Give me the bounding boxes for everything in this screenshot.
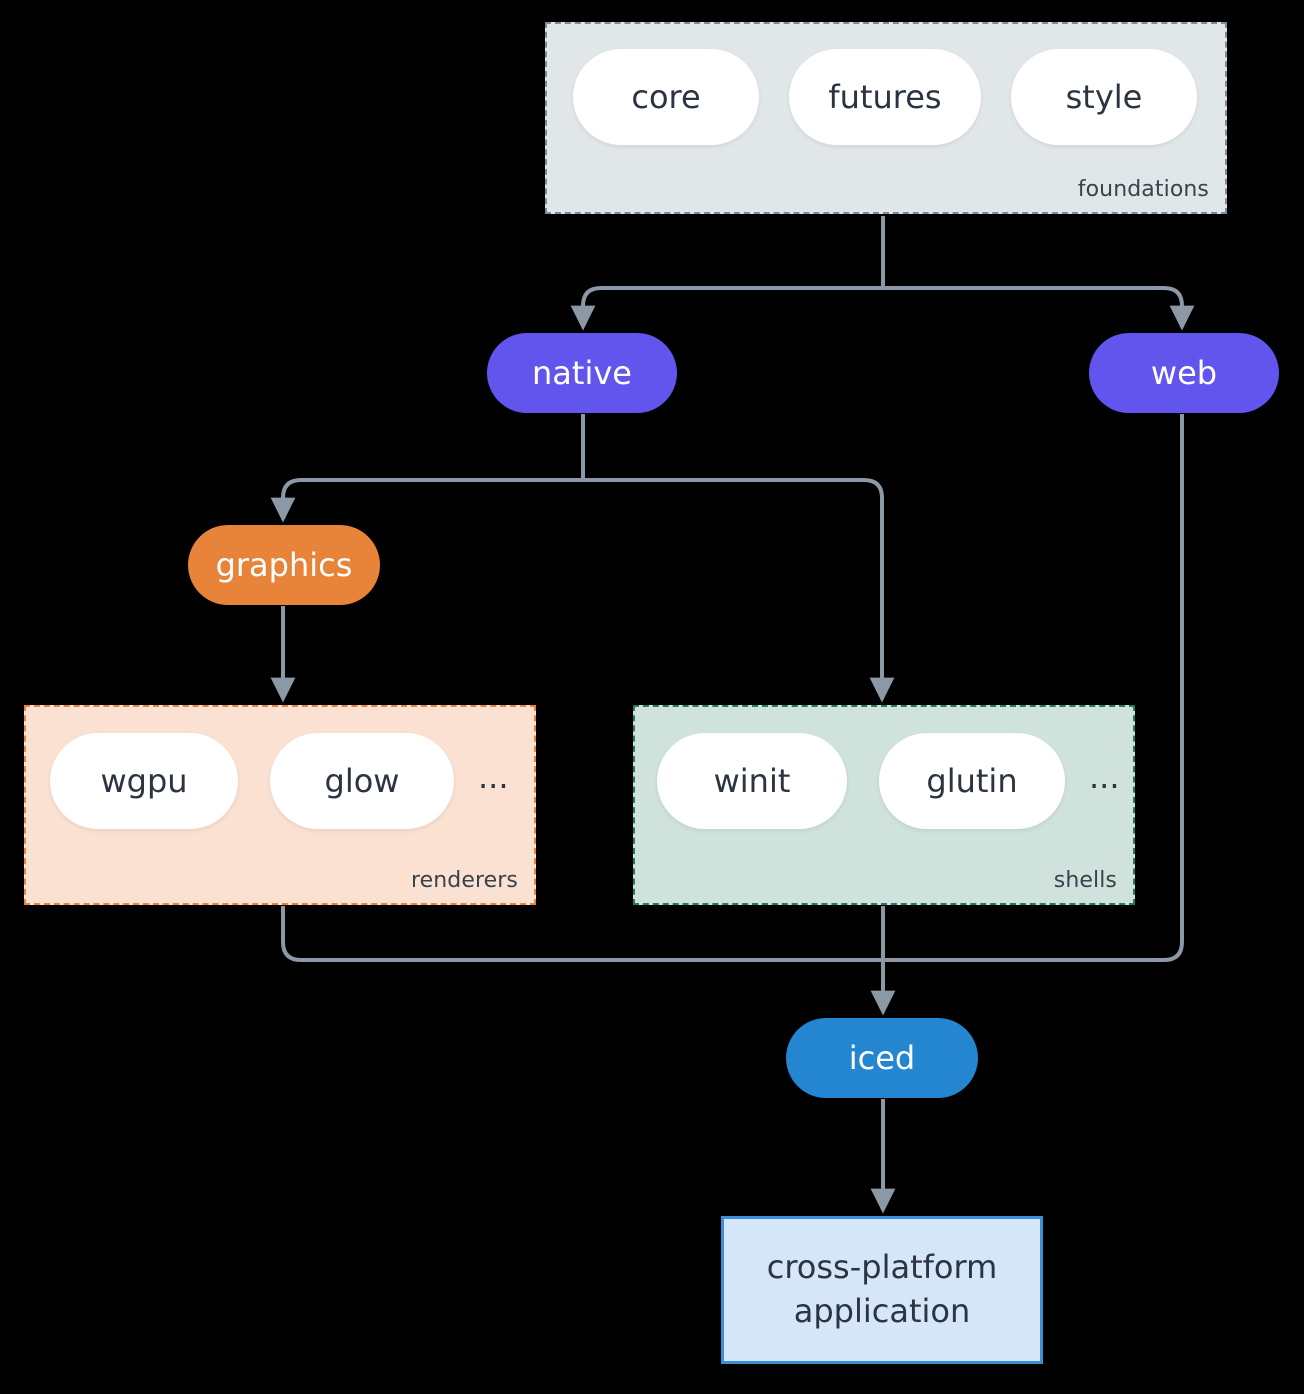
chip-core[interactable]: core	[573, 49, 759, 145]
application-line-1: cross-platform	[766, 1248, 998, 1287]
group-foundations: core futures style foundations	[545, 22, 1227, 214]
edge-foundations-to-web	[883, 286, 1195, 331]
group-label-foundations: foundations	[1077, 177, 1209, 202]
edge-native-to-shells	[583, 478, 895, 703]
node-native[interactable]: native	[487, 333, 677, 413]
chip-futures[interactable]: futures	[789, 49, 981, 145]
edge-native-to-graphics	[270, 478, 583, 523]
group-renderers: wgpu glow ... renderers	[24, 705, 536, 905]
edge-foundations-to-native	[570, 286, 883, 331]
chip-style[interactable]: style	[1011, 49, 1197, 145]
edge-renderers-to-merge	[281, 906, 883, 962]
chip-winit[interactable]: winit	[657, 733, 847, 829]
group-label-shells: shells	[1053, 868, 1117, 893]
renderers-more-ellipsis: ...	[478, 758, 509, 796]
shells-chip-row: winit glutin ...	[657, 733, 1120, 829]
application-line-2: application	[793, 1292, 971, 1330]
node-cross-platform-application[interactable]: cross-platform application	[721, 1216, 1043, 1364]
group-label-renderers: renderers	[410, 868, 518, 893]
shells-more-ellipsis: ...	[1089, 758, 1120, 796]
node-iced[interactable]: iced	[786, 1018, 978, 1098]
group-shells: winit glutin ... shells	[633, 705, 1135, 905]
renderers-chip-row: wgpu glow ...	[50, 733, 509, 829]
node-web[interactable]: web	[1089, 333, 1279, 413]
chip-glow[interactable]: glow	[270, 733, 454, 829]
foundations-chip-row: core futures style	[573, 49, 1197, 145]
chip-glutin[interactable]: glutin	[879, 733, 1065, 829]
chip-wgpu[interactable]: wgpu	[50, 733, 238, 829]
node-graphics[interactable]: graphics	[188, 525, 380, 605]
